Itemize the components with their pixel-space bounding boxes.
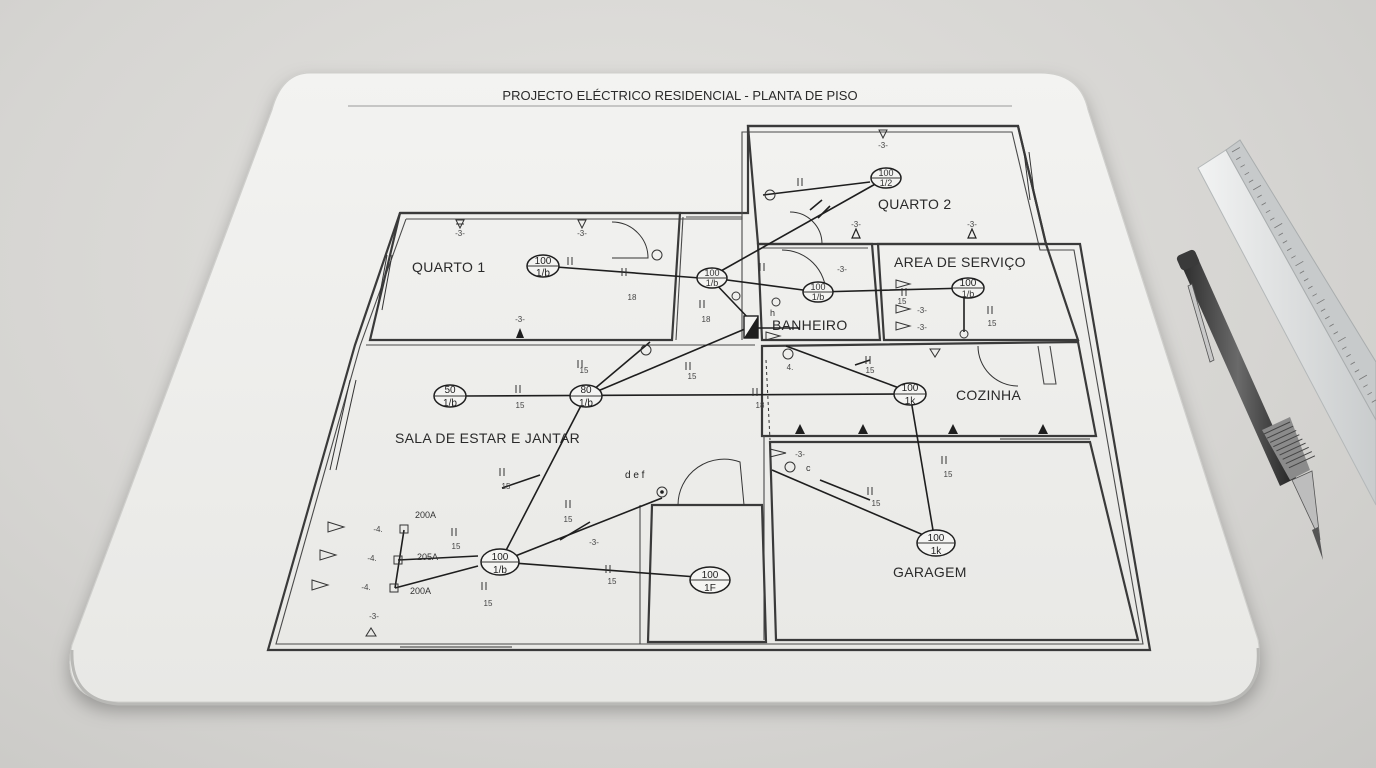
svg-text:-3-: -3- (577, 229, 587, 238)
svg-text:15: 15 (872, 499, 881, 508)
svg-text:1/b: 1/b (493, 565, 507, 576)
svg-text:18: 18 (628, 293, 637, 302)
svg-text:100: 100 (878, 168, 893, 178)
svg-text:15: 15 (580, 366, 589, 375)
svg-text:1/b: 1/b (706, 278, 719, 288)
svg-text:15: 15 (608, 577, 617, 586)
svg-text:c: c (806, 463, 811, 473)
svg-text:100: 100 (535, 256, 552, 267)
svg-text:100: 100 (928, 533, 945, 544)
fixture-hub: 100 1/b (696, 267, 728, 289)
svg-text:-4.: -4. (367, 554, 376, 563)
fixture-quarto2: 100 1/2 (870, 167, 902, 189)
outlet-symbols (311, 129, 1048, 637)
svg-text:15: 15 (484, 599, 493, 608)
svg-text:205A: 205A (417, 552, 438, 562)
svg-text:d e f: d e f (625, 470, 645, 481)
fixture-quarto1: 100 1/b (526, 254, 560, 279)
svg-text:15: 15 (898, 297, 907, 306)
svg-text:200A: 200A (415, 510, 436, 520)
svg-text:80: 80 (580, 385, 592, 396)
svg-text:1/b: 1/b (579, 398, 593, 409)
svg-text:-4.: -4. (361, 583, 370, 592)
svg-text:15: 15 (516, 401, 525, 410)
svg-text:-3-: -3- (851, 220, 861, 229)
svg-text:15: 15 (866, 366, 875, 375)
svg-text:-4.: -4. (373, 525, 382, 534)
svg-text:h: h (770, 308, 775, 318)
svg-text:1/b: 1/b (536, 268, 550, 279)
distribution-panel (743, 315, 759, 339)
svg-text:50: 50 (444, 385, 456, 396)
room-label-area-servico: AREA DE SERVIÇO (894, 254, 1026, 270)
svg-text:1/b: 1/b (962, 289, 975, 299)
fixture-bath-hall: 100 1/b (802, 281, 834, 303)
svg-text:-3-: -3- (917, 306, 927, 315)
svg-text:-3-: -3- (878, 141, 888, 150)
fixture-sala-left: 50 1/b (433, 384, 467, 409)
svg-text:1/b: 1/b (443, 398, 457, 409)
svg-text:100: 100 (492, 552, 509, 563)
room-label-sala: SALA DE ESTAR E JANTAR (395, 430, 580, 446)
room-label-cozinha: COZINHA (956, 387, 1021, 403)
svg-text:100: 100 (902, 383, 919, 394)
annotation-notes: -3- -3- -3- -3- -3- -3- -3- -3- -3- -3- … (361, 141, 997, 621)
fixture-sala-center: 80 1/b (569, 384, 603, 409)
svg-text:1F: 1F (704, 583, 716, 594)
svg-text:1k: 1k (931, 546, 943, 557)
svg-text:18: 18 (702, 315, 711, 324)
room-label-garagem: GARAGEM (893, 564, 967, 580)
ruler (1197, 139, 1376, 506)
svg-text:100: 100 (810, 282, 825, 292)
svg-text:-3-: -3- (369, 612, 379, 621)
svg-text:100: 100 (960, 278, 977, 289)
floor-plan-walls (266, 124, 1152, 652)
fixture-garagem: 100 1k (916, 529, 956, 557)
drawing-title: PROJECTO ELÉCTRICO RESIDENCIAL - PLANTA … (502, 88, 857, 103)
fixture-sala-low: 100 1/b (480, 548, 520, 576)
svg-text:-3-: -3- (917, 323, 927, 332)
fixture-cozinha: 100 1k (893, 382, 927, 407)
svg-text:15: 15 (564, 515, 573, 524)
svg-text:15: 15 (988, 319, 997, 328)
svg-text:-3-: -3- (967, 220, 977, 229)
room-label-quarto2: QUARTO 2 (878, 196, 951, 212)
blueprint-board (69, 72, 1260, 703)
room-label-quarto1: QUARTO 1 (412, 259, 485, 275)
svg-text:200A: 200A (410, 586, 431, 596)
svg-text:4.: 4. (787, 363, 794, 372)
svg-text:18: 18 (756, 401, 765, 410)
svg-text:15: 15 (452, 542, 461, 551)
svg-text:1/b: 1/b (812, 292, 825, 302)
svg-text:-3-: -3- (455, 229, 465, 238)
svg-text:1/2: 1/2 (880, 178, 893, 188)
svg-text:15: 15 (688, 372, 697, 381)
svg-text:100: 100 (704, 268, 719, 278)
fixture-area-servico: 100 1/b (951, 277, 985, 299)
svg-text:-3-: -3- (515, 315, 525, 324)
svg-text:-3-: -3- (589, 538, 599, 547)
svg-text:1k: 1k (905, 396, 917, 407)
board-edge (70, 647, 1260, 706)
svg-text:100: 100 (702, 570, 719, 581)
mechanical-pencil (1176, 249, 1323, 560)
fixture-sala-low-right: 100 1F (689, 566, 731, 594)
svg-text:15: 15 (502, 482, 511, 491)
svg-text:15: 15 (944, 470, 953, 479)
svg-text:-3-: -3- (837, 265, 847, 274)
room-label-banheiro: BANHEIRO (772, 317, 848, 333)
svg-text:-3-: -3- (795, 450, 805, 459)
